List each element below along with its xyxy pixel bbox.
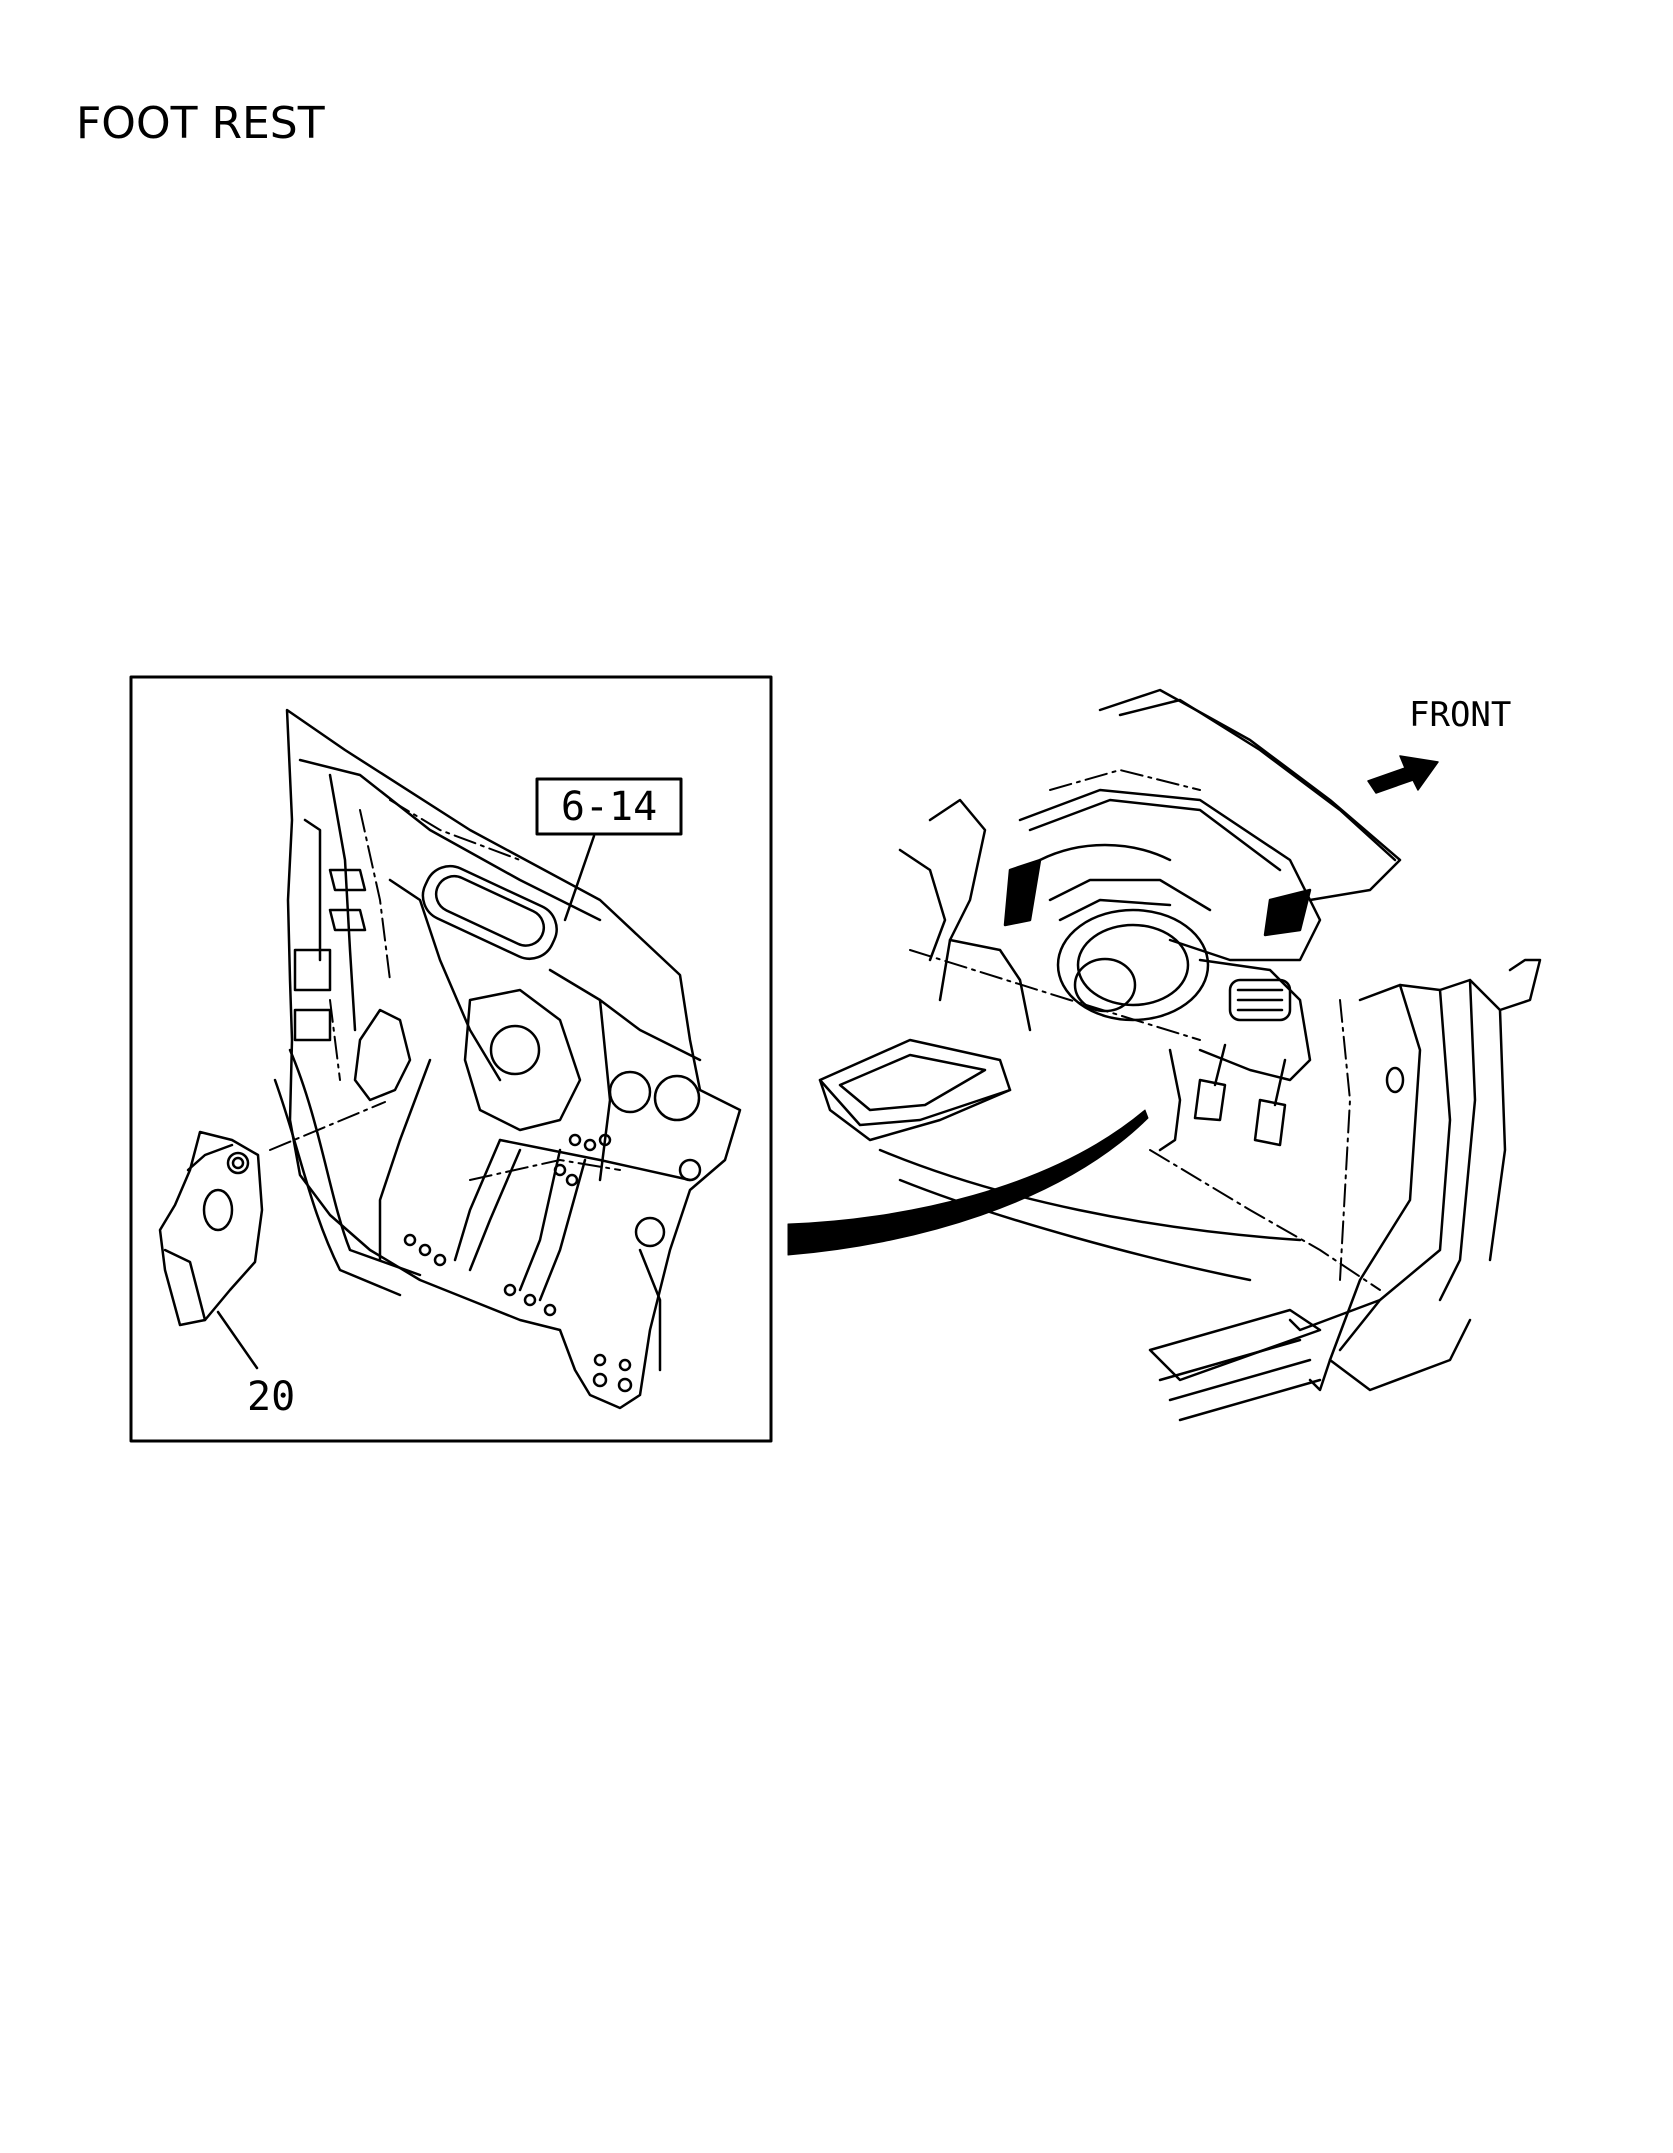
front-arrow-icon	[1367, 755, 1439, 794]
part-number-label: 20	[247, 1374, 295, 1420]
detail-inset-frame	[129, 675, 773, 1443]
connector-sweep	[787, 1109, 1149, 1256]
ref-box-6-14	[535, 777, 683, 836]
leader-line-6-14	[563, 834, 596, 922]
main-dash-dot-lines	[909, 769, 1381, 1291]
vehicle-interior-drawing	[818, 688, 1542, 1422]
dash-panel-drawing	[285, 708, 742, 1410]
front-label: FRONT	[1409, 695, 1511, 735]
dash-dot-lines	[269, 799, 621, 1181]
foot-rest-part	[158, 1130, 264, 1327]
ref-box-label: 6-14	[561, 784, 657, 830]
leader-line-20	[216, 1310, 259, 1370]
page-title: FOOT REST	[76, 98, 325, 149]
